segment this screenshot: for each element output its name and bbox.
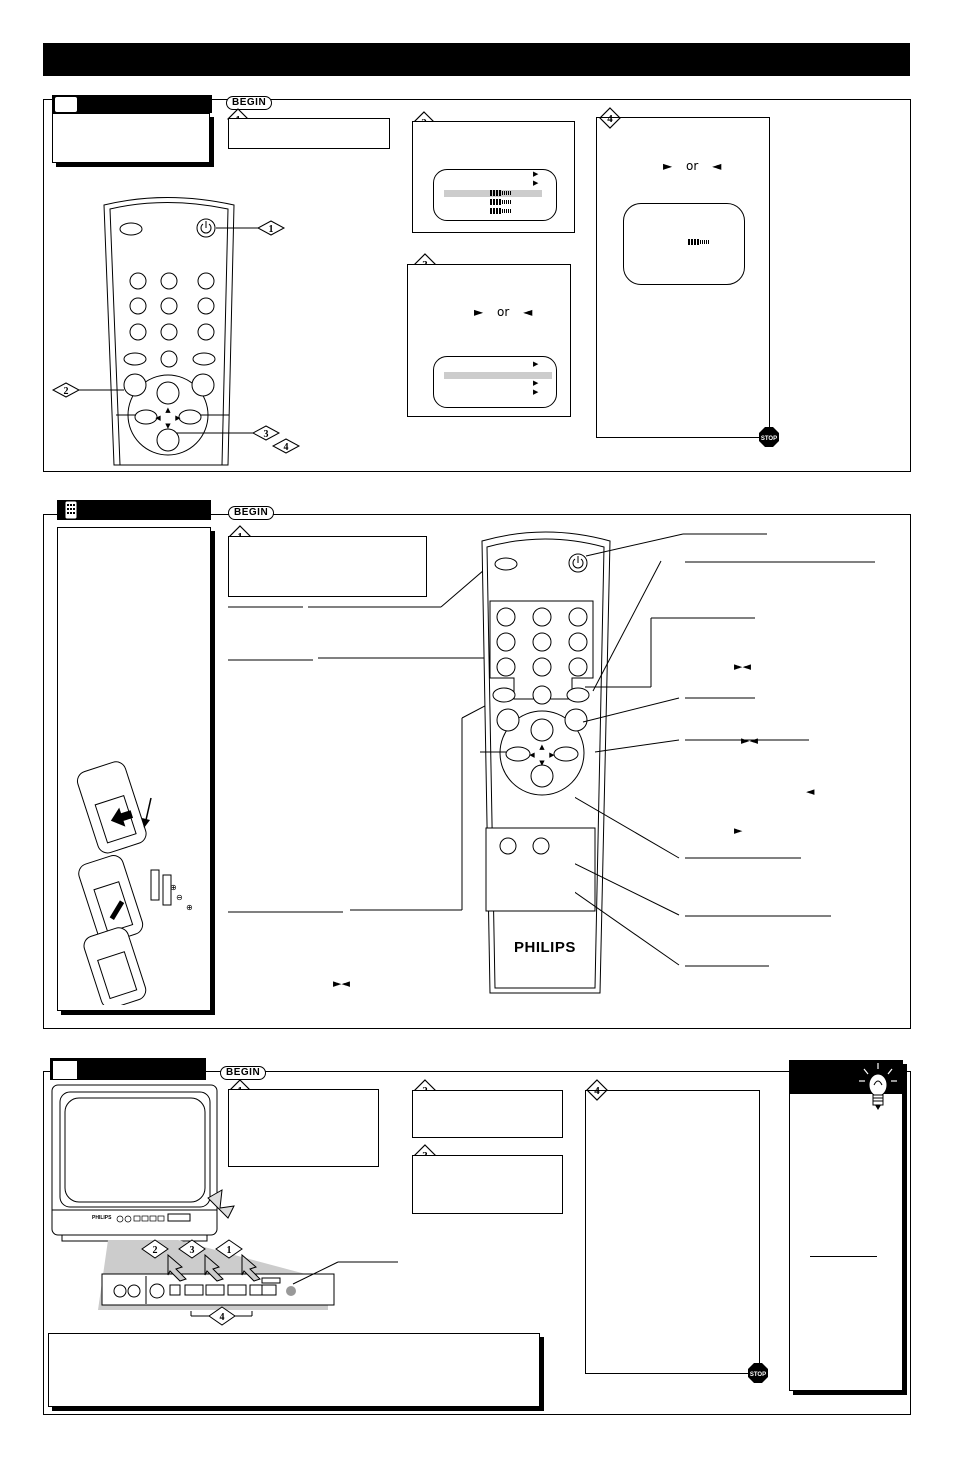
svg-text:⊖: ⊖ <box>176 893 183 902</box>
menu-arrow: ▶ <box>533 388 539 396</box>
section1-intro-box <box>52 113 210 163</box>
left-arrow: ◄ <box>806 785 815 798</box>
svg-text:4: 4 <box>594 1085 600 1097</box>
step4-bracket <box>596 117 770 438</box>
svg-text:▲: ▲ <box>165 406 171 414</box>
section1-icon-box <box>54 96 78 113</box>
svg-text:▲: ▲ <box>539 743 545 751</box>
stop-sign-icon: STOP <box>748 1363 768 1383</box>
svg-text:4: 4 <box>607 113 613 125</box>
remote-control-large: ▲ ◀ ▶ ▼ <box>480 531 611 994</box>
step1-text-box <box>228 118 390 149</box>
svg-text:2: 2 <box>64 386 69 397</box>
svg-text:▼: ▼ <box>165 422 171 430</box>
right-left-arrows: ► or ◄ <box>474 305 533 319</box>
level-bars <box>490 190 511 214</box>
section2-header <box>57 500 211 520</box>
menu-arrow: ▶ <box>533 379 539 387</box>
step4-tv-bracket <box>585 1090 760 1374</box>
remote-callout-lines-left <box>228 565 488 913</box>
svg-text:◀: ◀ <box>155 414 161 422</box>
level-bar <box>688 239 709 245</box>
svg-text:▶: ▶ <box>549 751 555 759</box>
menu-screen-2 <box>433 356 557 408</box>
adjust-screen <box>623 203 745 285</box>
battery-install-illustration: ⊕⊖⊕ <box>76 761 193 1005</box>
remote-icon <box>64 500 78 520</box>
svg-text:3: 3 <box>190 1245 195 1256</box>
svg-text:STOP: STOP <box>761 436 777 442</box>
step2-tv-box <box>412 1090 563 1138</box>
svg-text:1: 1 <box>269 224 274 235</box>
svg-text:▶: ▶ <box>175 414 181 422</box>
svg-text:▼: ▼ <box>539 759 545 767</box>
page-title-bar <box>43 43 910 76</box>
lightbulb-icon <box>859 1063 897 1110</box>
right-left-arrows: ►◄ <box>734 660 751 673</box>
begin-badge: BEGIN <box>226 96 273 110</box>
svg-text:4: 4 <box>284 442 289 453</box>
begin-badge: BEGIN <box>228 506 275 520</box>
svg-text:⊕: ⊕ <box>186 903 193 912</box>
step1-tv-box <box>228 1089 379 1167</box>
section3-header <box>50 1058 206 1080</box>
remote-control-illustration: ▲ ◀ ▶ ▼ 1 2 3 4 <box>51 197 301 466</box>
tv-note-box <box>48 1333 540 1407</box>
svg-text:4: 4 <box>220 1312 225 1323</box>
section-tv-controls <box>43 1071 911 1415</box>
menu-arrow: ▶ <box>533 360 539 368</box>
section1-header <box>52 95 212 113</box>
step3-tv-box <box>412 1155 563 1214</box>
stop-sign-icon: STOP <box>759 427 779 447</box>
svg-text:2: 2 <box>153 1245 158 1256</box>
right-left-arrows: ► or ◄ <box>663 159 722 173</box>
tv-brand: PHILIPS <box>92 1215 112 1221</box>
menu-highlight-2 <box>444 372 552 379</box>
tip-underline <box>810 1256 877 1257</box>
svg-text:◀: ◀ <box>529 751 535 759</box>
right-arrow: ► <box>734 824 743 837</box>
tv-step-markers: 2 3 1 <box>141 1239 261 1282</box>
step-4-marker: 4 <box>599 107 621 129</box>
menu-arrow: ▶ <box>533 179 539 187</box>
begin-badge: BEGIN <box>220 1066 267 1080</box>
tip-box <box>789 1060 903 1391</box>
right-left-arrows: ►◄ <box>333 977 350 990</box>
section3-icon-box <box>52 1060 78 1080</box>
philips-logo: PHILIPS <box>514 939 576 956</box>
svg-text:⊕: ⊕ <box>170 883 177 892</box>
svg-text:STOP: STOP <box>750 1372 766 1378</box>
remote-callout-lines-right <box>575 533 875 967</box>
section-picture-adjust <box>43 99 911 472</box>
step1-remote-box <box>228 536 427 597</box>
right-left-arrows: ►◄ <box>741 734 758 747</box>
svg-text:1: 1 <box>227 1245 232 1256</box>
svg-text:3: 3 <box>264 429 269 440</box>
section-remote-buttons <box>43 514 911 1029</box>
menu-arrow: ▶ <box>533 170 539 178</box>
